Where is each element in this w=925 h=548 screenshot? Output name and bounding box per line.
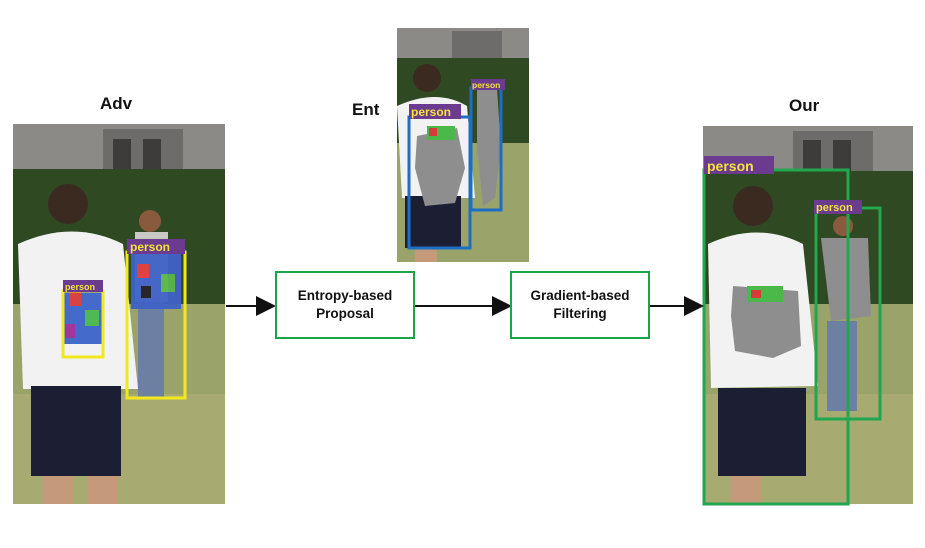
our-panel-title: Our xyxy=(789,96,820,115)
gradient-filtering-stage: Gradient-based Filtering xyxy=(510,271,650,339)
ent-label-1: person xyxy=(411,105,451,119)
entropy-proposal-stage: Entropy-based Proposal xyxy=(275,271,415,339)
our-label-1: person xyxy=(707,158,754,174)
our-box-1 xyxy=(702,168,850,506)
adv-box-1 xyxy=(125,250,187,400)
ent-label-bg-1 xyxy=(409,104,461,119)
adv-photo xyxy=(13,124,225,504)
our-photo xyxy=(703,126,913,504)
ent-panel-title: Ent xyxy=(352,100,380,119)
adv-box-2 xyxy=(61,289,105,359)
gradient-filtering-line1: Gradient-based xyxy=(530,287,630,303)
adv-label-bg-1 xyxy=(127,239,185,254)
our-label-2: person xyxy=(816,202,853,214)
entropy-proposal-line2: Proposal xyxy=(316,306,374,321)
ent-box-2 xyxy=(469,86,503,212)
our-label-bg-2 xyxy=(814,200,862,214)
adv-label-1: person xyxy=(130,240,170,254)
ent-box-1 xyxy=(407,115,472,250)
our-label-bg-1 xyxy=(704,156,774,174)
adv-label-bg-2 xyxy=(63,280,103,292)
ent-photo xyxy=(397,28,529,262)
entropy-proposal-line1: Entropy-based xyxy=(297,287,393,303)
gradient-filtering-line2: Filtering xyxy=(553,306,607,321)
ent-label-bg-2 xyxy=(471,79,505,90)
adv-label-2: person xyxy=(65,282,95,292)
ent-label-2: person xyxy=(472,80,500,90)
adv-panel-title: Adv xyxy=(100,94,133,113)
